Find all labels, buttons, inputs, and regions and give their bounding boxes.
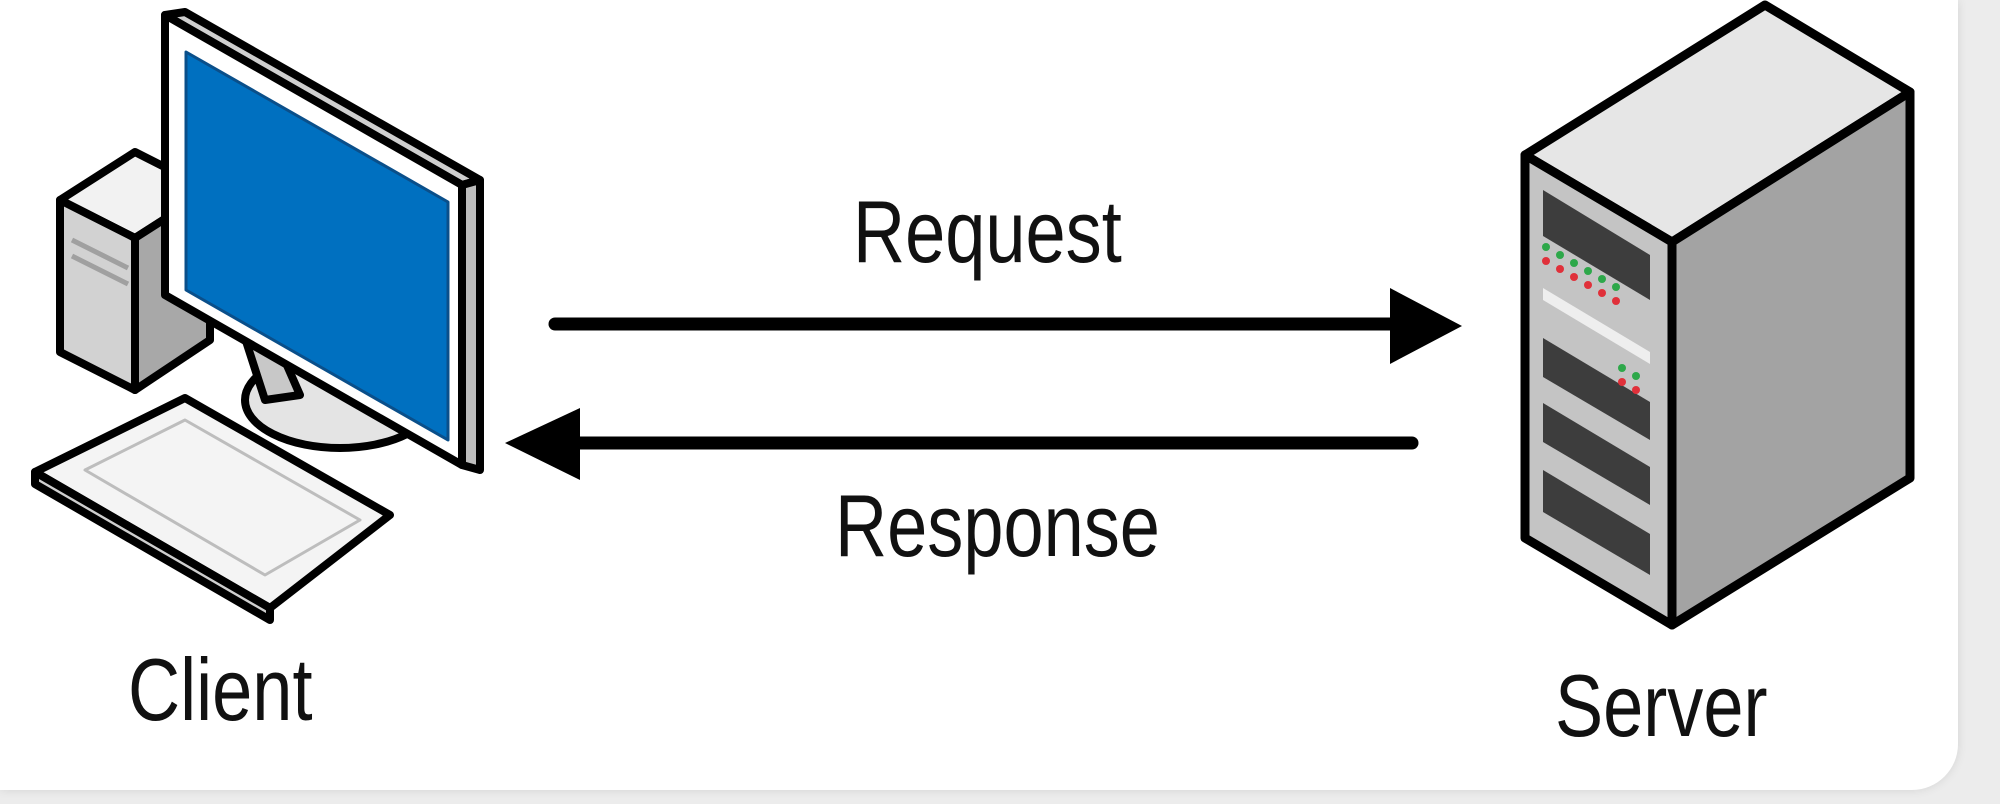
client-computer-icon — [31, 8, 484, 624]
request-arrow — [548, 288, 1462, 364]
client-screen — [184, 50, 450, 442]
request-label: Request — [853, 182, 1122, 281]
server-drive-bays — [1543, 190, 1650, 575]
response-label: Response — [835, 476, 1160, 575]
server-tower-icon — [1520, 0, 1915, 630]
client-label: Client — [128, 640, 313, 739]
response-arrow — [505, 408, 1419, 480]
server-label: Server — [1555, 656, 1768, 755]
keyboard-icon — [31, 394, 394, 624]
client-monitor-icon — [161, 8, 484, 474]
server-status-leds-icon — [1542, 243, 1640, 394]
